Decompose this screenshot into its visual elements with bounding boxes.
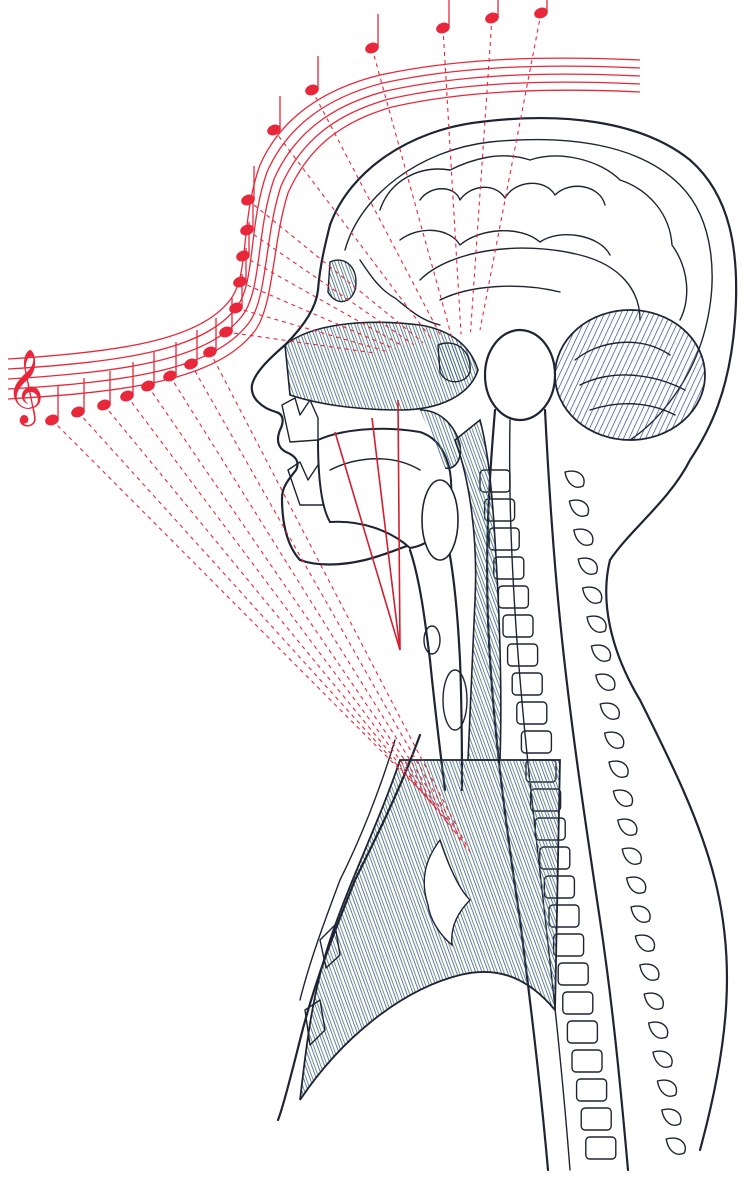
spinous-process — [644, 993, 663, 1009]
spinous-process — [600, 703, 619, 719]
spinous-process — [627, 877, 646, 893]
spinal-cord — [485, 330, 628, 1170]
resonance-ray — [443, 28, 461, 334]
vertebra — [577, 1079, 607, 1101]
thoracic-cavity — [278, 735, 560, 1120]
spinous-process — [574, 529, 593, 545]
vertebra — [554, 934, 584, 956]
spinous-process — [653, 1051, 672, 1067]
resonance-ray — [248, 200, 423, 343]
spinous-process — [578, 558, 597, 574]
spinous-process — [649, 1022, 668, 1038]
vertebra — [567, 1021, 597, 1043]
vertebra — [581, 1108, 611, 1130]
resonance-ray — [471, 18, 492, 332]
vertebra — [512, 673, 542, 695]
spinous-process — [596, 674, 615, 690]
vertebra — [563, 992, 593, 1014]
nasal-cavity — [285, 260, 478, 410]
vertebra — [508, 644, 538, 666]
spinous-process — [565, 471, 584, 487]
spinous-process — [587, 616, 606, 632]
vertebra — [517, 702, 547, 724]
vertebra — [572, 1050, 602, 1072]
spinous-process — [609, 761, 628, 777]
spinous-process — [635, 935, 654, 951]
spinous-process — [605, 732, 624, 748]
spinous-process — [583, 587, 602, 603]
spinous-process — [666, 1138, 685, 1154]
spinous-process — [657, 1080, 676, 1096]
spinous-process — [591, 645, 610, 661]
vertebra — [586, 1137, 616, 1159]
vertebra — [503, 615, 533, 637]
spinous-process — [640, 964, 659, 980]
spinous-process — [622, 848, 641, 864]
vertebra — [558, 963, 588, 985]
spinous-process — [569, 500, 588, 516]
spinous-process — [662, 1109, 681, 1125]
spinous-process — [613, 790, 632, 806]
resonance-ray — [312, 90, 442, 338]
cerebellum — [555, 310, 705, 440]
spinous-process — [631, 906, 650, 922]
vertebra — [494, 557, 524, 579]
spinous-process — [618, 819, 637, 835]
treble-clef-icon: 𝄞 — [6, 350, 44, 427]
